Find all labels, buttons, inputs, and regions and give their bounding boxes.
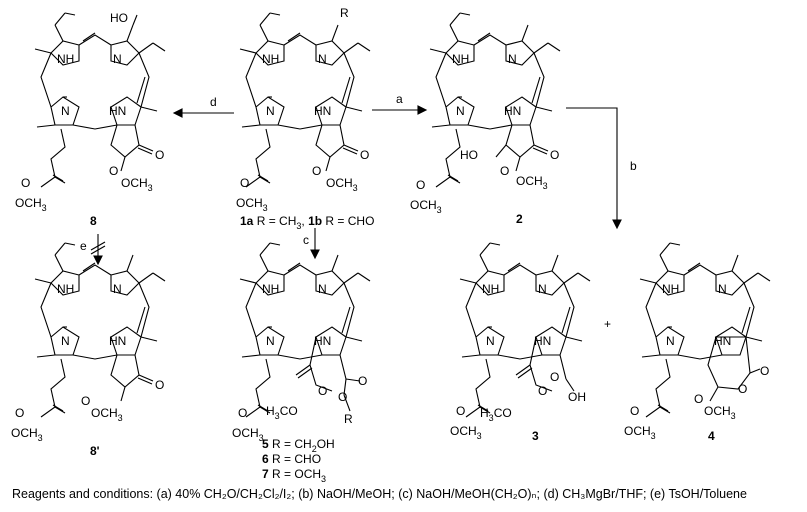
atom-o: O	[550, 370, 559, 384]
atom-n: N	[318, 282, 327, 296]
atom-hn: HN	[314, 104, 331, 118]
atom-n: N	[456, 104, 465, 118]
atom-hn: HN	[534, 334, 551, 348]
compound-2: HO NH N N HN O O OCH3 O OCH3 2	[410, 12, 561, 226]
atom-o: O	[81, 394, 90, 408]
atom-ho: HO	[110, 11, 128, 25]
compound-label-4: 4	[708, 429, 715, 443]
arrow-label-d: d	[210, 95, 217, 109]
atom-o: O	[21, 176, 30, 190]
atom-h3co: H3CO	[266, 404, 298, 421]
compound-3: NH N N HN O O OH H3CO O OCH3 3	[450, 242, 591, 443]
atom-n: N	[318, 52, 327, 66]
atom-nh: NH	[482, 282, 499, 296]
atom-n: N	[538, 282, 547, 296]
atom-hn: HN	[109, 104, 126, 118]
compound-5-7: NH N N HN O O O R H3CO O OCH3 5 R = CH2O…	[232, 242, 371, 484]
atom-ho: HO	[460, 148, 478, 162]
atom-nh: NH	[452, 52, 469, 66]
atom-o: O	[416, 178, 425, 192]
atom-n: N	[486, 334, 495, 348]
atom-o: O	[15, 406, 24, 420]
atom-o: O	[338, 390, 347, 404]
atom-n: N	[266, 334, 275, 348]
compound-1: R NH N N HN O O OCH3 O OCH3 1a R = CH3, …	[236, 6, 374, 231]
compound-label-8: 8	[90, 214, 97, 228]
compound-label-8-prime: 8'	[90, 444, 100, 458]
atom-r: R	[344, 412, 353, 426]
atom-nh: NH	[262, 52, 279, 66]
compound-label-7: 7 R = OCH3	[262, 467, 326, 484]
atom-o: O	[550, 148, 559, 162]
atom-n: N	[113, 282, 122, 296]
atom-hn: HN	[504, 104, 521, 118]
atom-och3: OCH3	[410, 198, 442, 215]
atom-o: O	[109, 164, 118, 178]
compound-label-6: 6 R = CHO	[262, 452, 321, 466]
atom-o: O	[318, 384, 327, 398]
atom-och3: OCH3	[450, 424, 482, 441]
atom-nh: NH	[662, 282, 679, 296]
atom-och3: OCH3	[232, 426, 264, 443]
atom-och3: OCH3	[326, 176, 358, 193]
atom-och3: OCH3	[11, 426, 43, 443]
arrow-label-b: b	[630, 159, 637, 173]
atom-n: N	[666, 334, 675, 348]
compound-label-1: 1a R = CH3, 1b R = CHO	[240, 214, 374, 231]
atom-n: N	[266, 104, 275, 118]
atom-o: O	[630, 404, 639, 418]
atom-n: N	[508, 52, 517, 66]
atom-och3: OCH3	[15, 196, 47, 213]
atom-nh: NH	[57, 282, 74, 296]
atom-n: N	[113, 52, 122, 66]
compound-label-3: 3	[532, 429, 539, 443]
compound-label-2: 2	[516, 212, 523, 226]
atom-o: O	[738, 382, 747, 396]
atom-o: O	[360, 148, 369, 162]
atom-o: O	[456, 404, 465, 418]
compound-8-prime: NH N N HN O O OCH3 O OCH3 8'	[11, 242, 166, 458]
atom-hn: HN	[109, 334, 126, 348]
atom-h3co: H3CO	[480, 406, 512, 423]
atom-o: O	[312, 164, 321, 178]
arrow-e: e	[80, 234, 106, 266]
compound-label-5: 5 R = CH2OH	[262, 437, 335, 454]
compound-8: HO NH N N HN O O OCH3 O OCH3 8	[15, 11, 166, 228]
atom-hn: HN	[314, 334, 331, 348]
arrow-d: d	[172, 95, 234, 118]
atom-och3: OCH3	[236, 196, 268, 213]
atom-n: N	[718, 282, 727, 296]
arrow-label-c: c	[303, 233, 309, 247]
atom-o: O	[155, 148, 164, 162]
compound-4: NH N N HN O O O OCH3 O OCH3 4	[624, 242, 771, 443]
arrow-label-a: a	[396, 92, 403, 106]
atom-n: N	[61, 334, 70, 348]
atom-och3: OCH3	[624, 424, 656, 441]
atom-nh: NH	[57, 52, 74, 66]
atom-o: O	[358, 374, 367, 388]
arrow-b: b	[566, 107, 637, 230]
atom-och3: OCH3	[121, 176, 153, 193]
atom-o: O	[760, 364, 769, 378]
atom-r: R	[340, 6, 349, 20]
atom-o: O	[238, 406, 247, 420]
atom-och3: OCH3	[704, 404, 736, 421]
atom-o: O	[500, 164, 509, 178]
arrow-label-e: e	[80, 239, 87, 253]
atom-o: O	[240, 176, 249, 190]
atom-o: O	[694, 392, 703, 406]
arrow-c: c	[303, 228, 320, 260]
atom-oh: OH	[568, 390, 586, 404]
atom-hn: HN	[714, 334, 731, 348]
atom-n: N	[61, 104, 70, 118]
arrow-a: a	[372, 92, 428, 115]
reagents-caption: Reagents and conditions: (a) 40% CH₂O/CH…	[12, 487, 747, 501]
atom-o: O	[538, 384, 547, 398]
atom-nh: NH	[262, 282, 279, 296]
atom-och3: OCH3	[91, 406, 123, 423]
atom-o: O	[155, 378, 164, 392]
plus-sign: +	[604, 317, 611, 331]
atom-och3: OCH3	[516, 174, 548, 191]
